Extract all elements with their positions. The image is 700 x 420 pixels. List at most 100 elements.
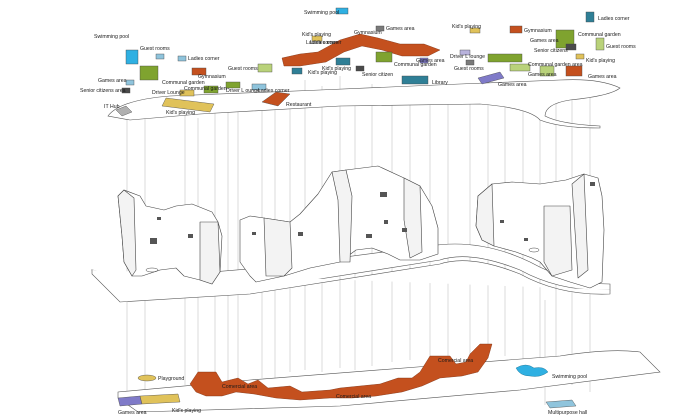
teal-block-1: [335, 57, 351, 66]
kids-playing-block-3: [469, 27, 481, 34]
violet-block-1: [419, 57, 429, 64]
label-restaurant: Restaurant: [286, 102, 312, 108]
label-communal-garden-3: Communal garden: [578, 32, 621, 38]
games-area-block-6: [539, 65, 555, 77]
label-driver-lounge-2: Driver L ounge: [226, 88, 260, 94]
driver-lounge-block-2: [225, 81, 241, 89]
games-area-block-5: [509, 63, 531, 72]
games-area-block-7: [565, 65, 583, 77]
guest-rooms-block-5: [595, 37, 605, 51]
label-multipurpose-hall: Multipurpose hall: [548, 410, 587, 416]
label-games-area-ground: Games area: [118, 410, 147, 416]
label-games-area-4: Games area: [416, 58, 445, 64]
multipurpose-hall-shape: [545, 399, 577, 409]
label-playground: Playground: [158, 376, 184, 382]
label-swimming-pool-ground: Swimming pool: [552, 374, 587, 380]
label-driver-lounge-1: Driver Lounge: [152, 90, 185, 96]
label-gymnasium-1: Gymnasium: [354, 30, 382, 36]
label-comercial-area-1: Comercial area: [222, 384, 257, 390]
label-ladies-corner-3: Ladies corner: [258, 88, 290, 94]
label-library: Library: [432, 80, 448, 86]
swimming-pool-top-block: [335, 7, 349, 15]
label-guest-rooms-3: Guest rooms: [454, 66, 484, 72]
label-communal-garden-2: Communal garden: [184, 86, 227, 92]
label-ladies-corner-1: Ladies corner: [310, 40, 342, 46]
communal-garden-block-3: [555, 29, 575, 49]
games-area-block-1: [375, 25, 385, 32]
senior-citizens-block-2: [565, 43, 577, 51]
swimming-pool-shape: [515, 364, 549, 377]
label-kids-playing-3: Kid's playing: [452, 24, 481, 30]
label-ladies-corner-5: Ladies corner: [306, 40, 338, 46]
label-senior-citizens-2: Senior citizens: [534, 48, 568, 54]
label-swimming-pool-top: Swimming pool: [304, 10, 339, 16]
restaurant-block: [261, 91, 291, 107]
driver-lounge-block-1: [179, 89, 195, 97]
communal-garden-block-1: [139, 65, 159, 81]
playground-shape: [137, 374, 157, 382]
label-ladies-corner-4: Ladies corner: [598, 16, 630, 22]
commercial-area-shape: [189, 343, 493, 401]
label-gymnasium-3: Gymnasium: [524, 28, 552, 34]
label-games-area-1: Games area: [386, 26, 415, 32]
kids-playing-strip: [139, 393, 181, 405]
label-comercial-area-2: Comercial area: [336, 394, 371, 400]
label-guest-rooms-2: Guest rooms: [228, 66, 258, 72]
games-area-block-3: [465, 59, 475, 66]
kids-playing-block-6: [575, 53, 585, 60]
top-level-slab: [107, 79, 621, 129]
communal-garden-block-5: [487, 53, 523, 63]
ground-functions: [117, 343, 577, 409]
top-labels: Swimming pool Games area Gymnasium Kid's…: [80, 10, 636, 116]
label-guest-rooms-4: Guest rooms: [606, 44, 636, 50]
games-area-block-8: [477, 71, 505, 85]
middle-level-slab: [91, 243, 611, 303]
senior-block-1: [121, 87, 131, 94]
label-it-hub: IT Hub: [104, 104, 120, 110]
grey-block-1: [355, 65, 365, 72]
label-kids-playing-6: Kid's playing: [586, 58, 615, 64]
label-gymnasium-2: Gymnasium: [198, 74, 226, 80]
building-right: [475, 173, 605, 289]
label-kids-playing-4: Kid's playing: [322, 66, 351, 72]
kids-playing-block-2: [161, 97, 215, 113]
library-block: [401, 75, 429, 85]
yellow-block-1: [311, 35, 323, 42]
it-hub-block: [115, 105, 133, 117]
label-comercial-area-3: Comercial area: [438, 358, 473, 364]
building-center: [239, 165, 439, 283]
building-left: [117, 189, 223, 285]
top-blocks: [115, 7, 605, 117]
label-driver-lounge-3: Driver L lounge: [450, 54, 485, 60]
label-communal-garden-4: Communal garden: [394, 62, 437, 68]
label-games-area-7: Games area: [498, 82, 527, 88]
label-kids-playing-ground: Kid's playing: [172, 408, 201, 414]
label-kids-playing-1: Kid's playing: [302, 32, 331, 38]
label-kids-playing-2: Kid's playing: [166, 110, 195, 116]
label-games-area-3: Games area: [530, 38, 559, 44]
green-block-1: [375, 51, 393, 63]
label-games-area-5: Games area: [528, 72, 557, 78]
label-senior-citizen-3: Senior citizen: [362, 72, 393, 78]
label-communal-garden-1: Communal garden: [162, 80, 205, 86]
label-guest-rooms-1: Guest rooms: [140, 46, 170, 52]
label-games-area-6: Games area: [588, 74, 617, 80]
label-swimming-pool-left: Swimming pool: [94, 34, 129, 40]
label-kids-playing-5: Kid's playing: [308, 70, 337, 76]
gymnasium-block-2: [191, 67, 207, 76]
ladies-corner-block-3: [251, 83, 267, 91]
guest-rooms-block-2: [257, 63, 273, 73]
ladies-corner-block-2: [177, 55, 187, 62]
gymnasium-chain: [281, 33, 441, 67]
label-ladies-corner-2: Ladies corner: [188, 56, 220, 62]
gymnasium-block-3: [509, 25, 523, 34]
label-senior-citizens-1: Senior citizens area: [80, 88, 126, 94]
guest-rooms-block-3: [459, 49, 471, 56]
swimming-pool-left-block: [125, 49, 139, 65]
ladies-corner-block-4: [585, 11, 595, 23]
games-area-strip: [117, 395, 143, 407]
teal-block-2: [291, 67, 303, 75]
guest-rooms-block-1: [155, 53, 165, 60]
